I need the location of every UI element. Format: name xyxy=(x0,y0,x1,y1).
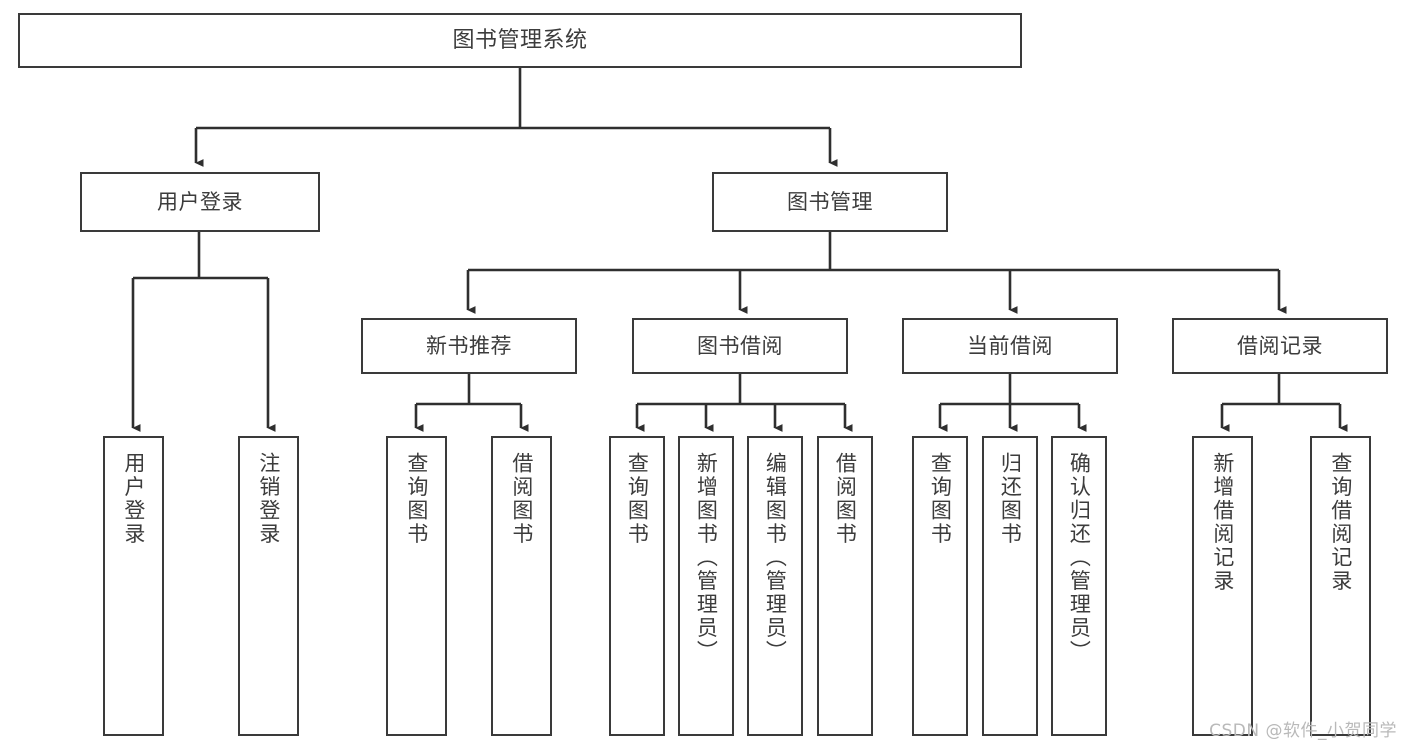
node-label: 图书管理系统 xyxy=(452,27,588,53)
node-label: 借阅图书 xyxy=(833,452,858,546)
node-label: 新增图书（管理员） xyxy=(694,452,719,664)
node-leaf-newbook-query-book[interactable]: 查询图书 xyxy=(386,436,447,736)
node-book-borrow[interactable]: 图书借阅 xyxy=(632,318,848,374)
node-label: 借阅图书 xyxy=(509,452,534,546)
node-label: 用户登录 xyxy=(157,189,243,214)
node-leaf-borrowrecord-query-record[interactable]: 查询借阅记录 xyxy=(1310,436,1371,736)
node-label: 查询图书 xyxy=(404,452,429,546)
node-leaf-bookborrow-add-book-admin[interactable]: 新增图书（管理员） xyxy=(678,436,734,736)
node-leaf-bookborrow-query-book[interactable]: 查询图书 xyxy=(609,436,665,736)
node-label: 新增借阅记录 xyxy=(1210,452,1235,593)
node-leaf-currentborrow-return-book[interactable]: 归还图书 xyxy=(982,436,1038,736)
node-label: 当前借阅 xyxy=(967,333,1053,358)
csdn-watermark: CSDN @软件_小贺同学 xyxy=(1209,721,1397,741)
node-root-book-management-system[interactable]: 图书管理系统 xyxy=(18,13,1022,68)
node-label: 编辑图书（管理员） xyxy=(763,452,788,664)
node-leaf-bookborrow-borrow-book[interactable]: 借阅图书 xyxy=(817,436,873,736)
node-leaf-bookborrow-edit-book-admin[interactable]: 编辑图书（管理员） xyxy=(747,436,803,736)
node-label: 查询图书 xyxy=(625,452,650,546)
node-leaf-currentborrow-confirm-return-admin[interactable]: 确认归还（管理员） xyxy=(1051,436,1107,736)
node-leaf-currentborrow-query-book[interactable]: 查询图书 xyxy=(912,436,968,736)
node-label: 注销登录 xyxy=(256,452,281,546)
node-book-management[interactable]: 图书管理 xyxy=(712,172,948,232)
node-label: 查询图书 xyxy=(928,452,953,546)
node-label: 图书借阅 xyxy=(697,333,783,358)
node-new-book-recommendation[interactable]: 新书推荐 xyxy=(361,318,577,374)
node-label: 图书管理 xyxy=(787,189,873,214)
node-current-borrow[interactable]: 当前借阅 xyxy=(902,318,1118,374)
node-leaf-user-login[interactable]: 用户登录 xyxy=(103,436,164,736)
node-label: 确认归还（管理员） xyxy=(1067,452,1092,664)
node-label: 新书推荐 xyxy=(426,333,512,358)
node-user-login[interactable]: 用户登录 xyxy=(80,172,320,232)
node-borrow-record[interactable]: 借阅记录 xyxy=(1172,318,1388,374)
node-label: 借阅记录 xyxy=(1237,333,1323,358)
node-label: 查询借阅记录 xyxy=(1328,452,1353,593)
node-leaf-newbook-borrow-book[interactable]: 借阅图书 xyxy=(491,436,552,736)
node-label: 归还图书 xyxy=(998,452,1023,546)
node-leaf-logout[interactable]: 注销登录 xyxy=(238,436,299,736)
node-label: 用户登录 xyxy=(121,452,146,546)
node-leaf-borrowrecord-add-record[interactable]: 新增借阅记录 xyxy=(1192,436,1253,736)
